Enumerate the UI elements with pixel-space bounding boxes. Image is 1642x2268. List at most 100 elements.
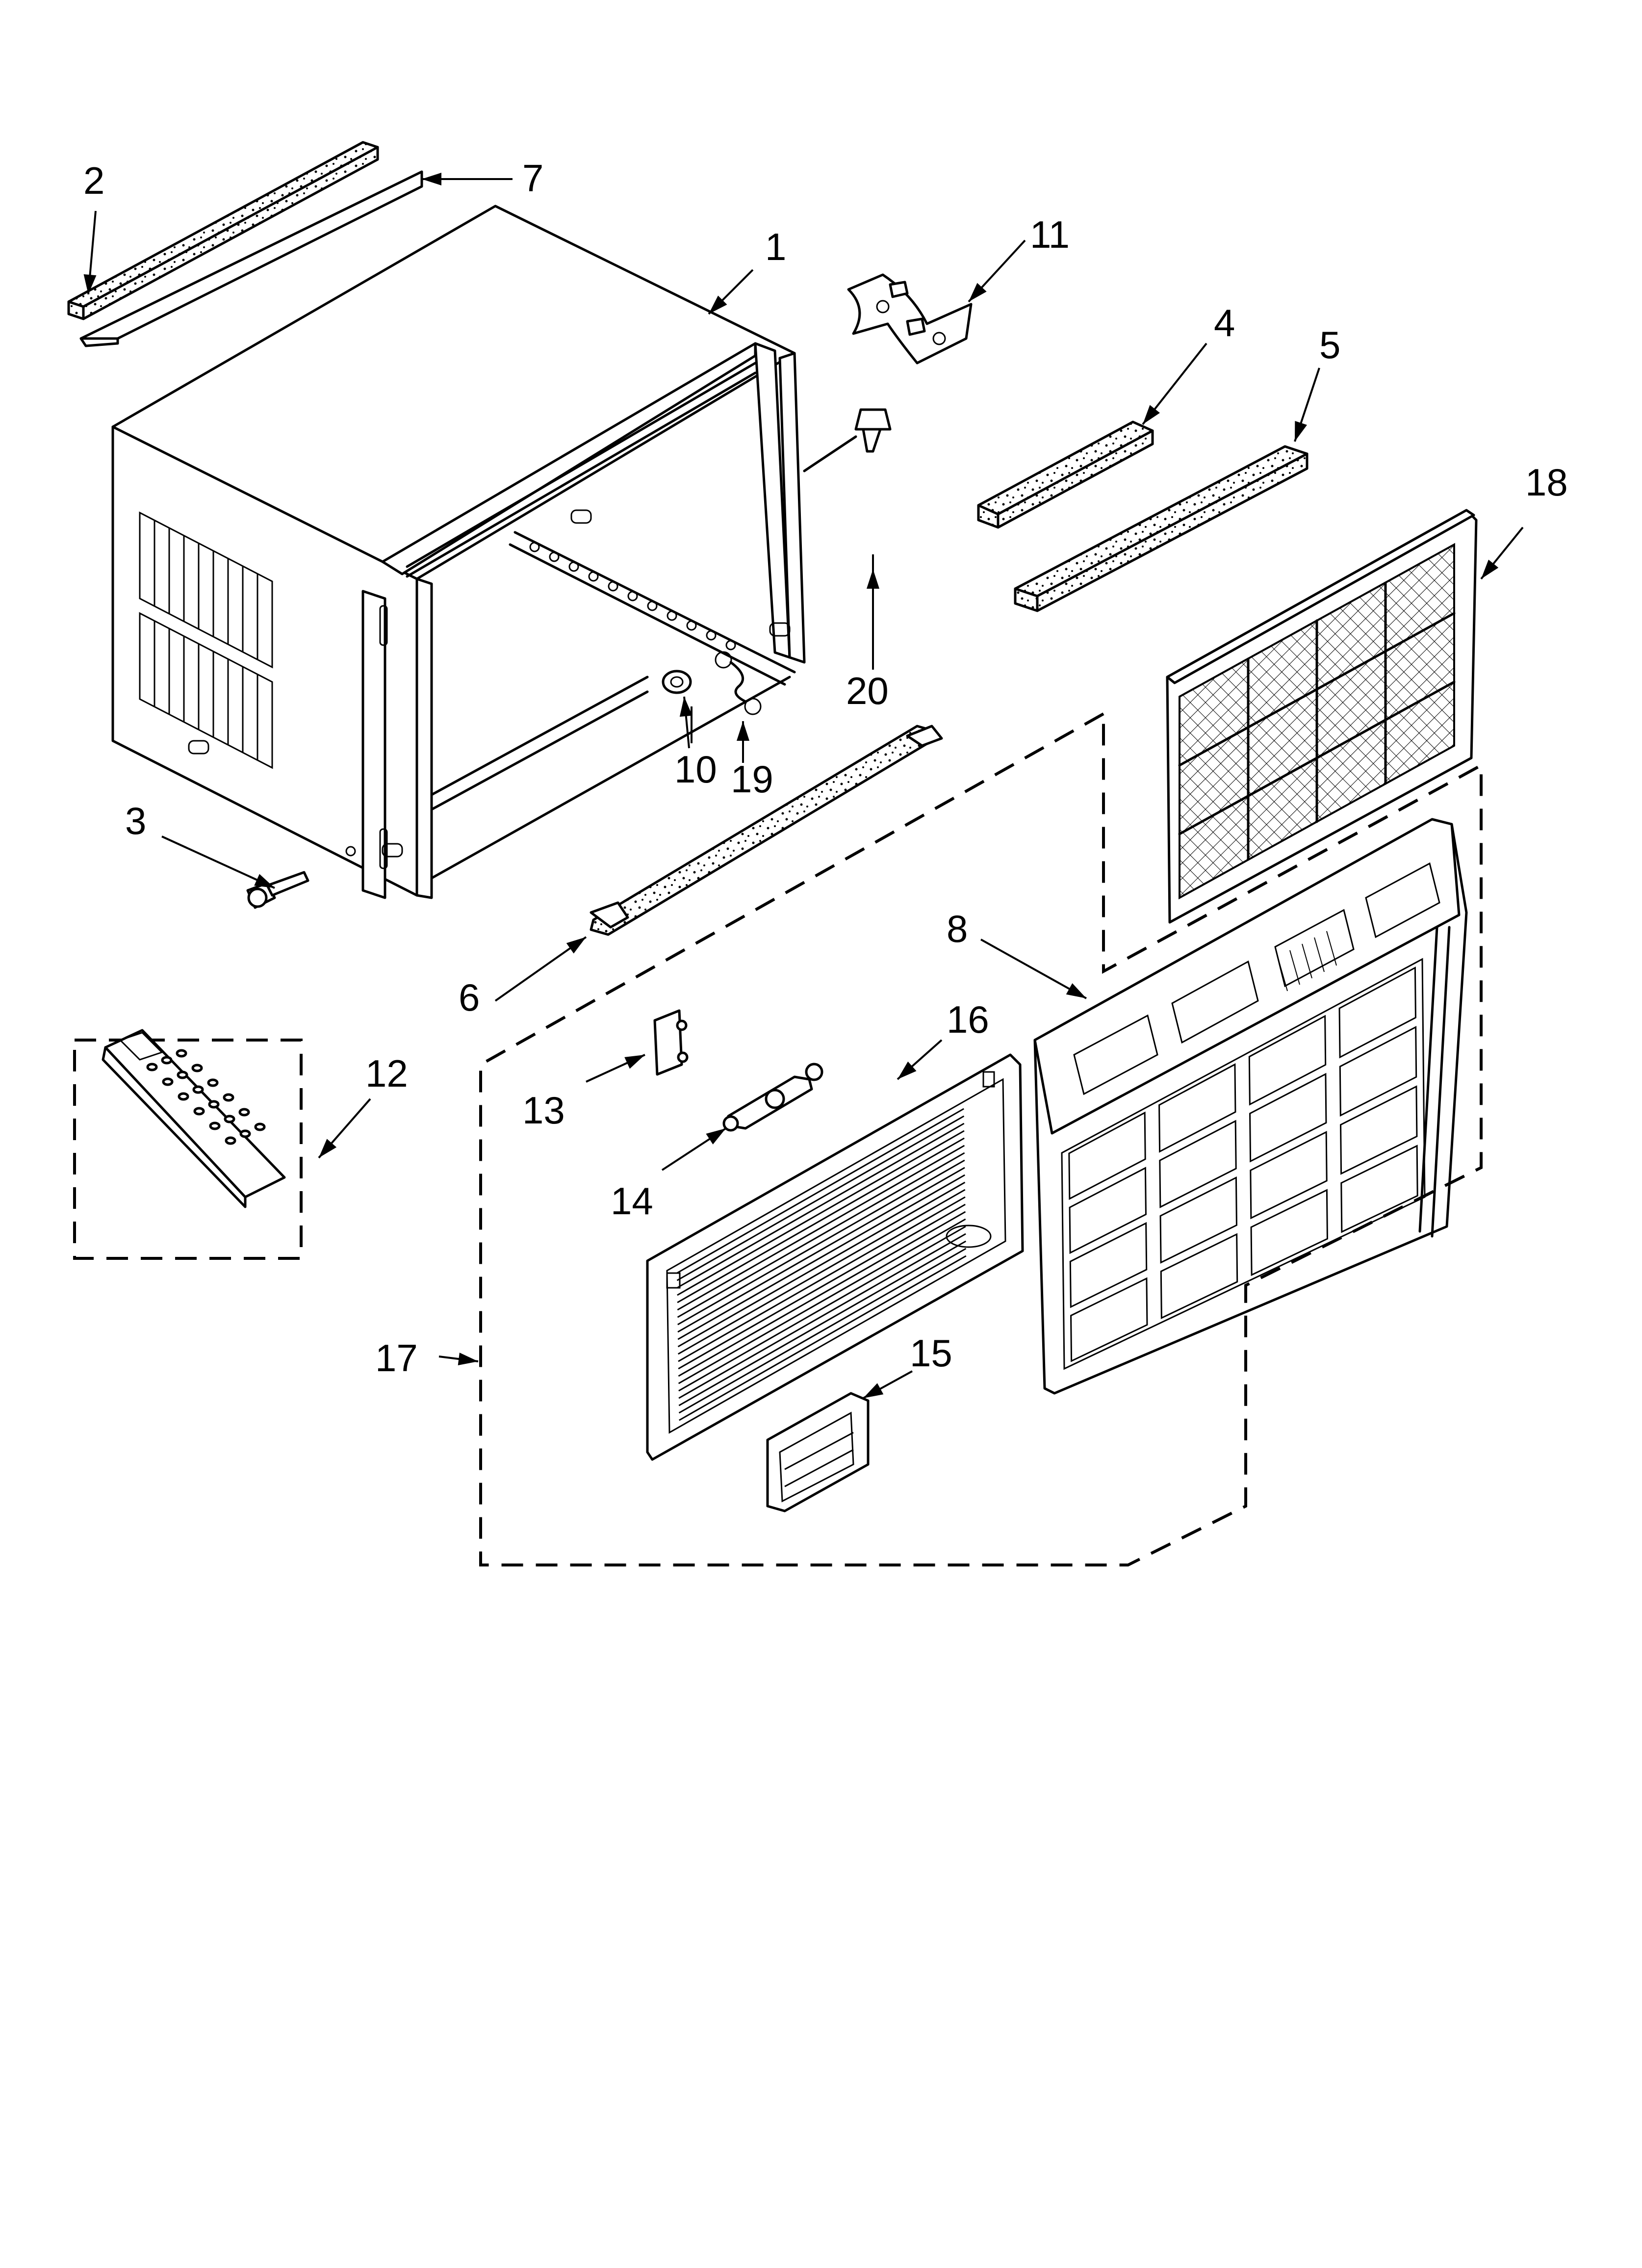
leader-19-head	[737, 721, 749, 741]
vent-slat	[1289, 950, 1300, 985]
leader-10-head	[679, 697, 693, 717]
callout-7: 7	[522, 156, 543, 200]
leader-4-head	[1143, 405, 1160, 424]
kit-boundary-part-17	[479, 712, 1483, 1566]
frame-cell	[1160, 1233, 1238, 1319]
door-part-15	[766, 1392, 870, 1512]
foam-strip-part-4	[977, 420, 1154, 529]
frame-cell	[1250, 1131, 1328, 1220]
frame-cell	[1158, 1063, 1236, 1153]
callout-4: 4	[1214, 301, 1235, 344]
remote-button	[191, 1064, 203, 1072]
remote-button	[239, 1129, 251, 1138]
leader-14-head	[706, 1128, 726, 1145]
remote-button	[162, 1077, 174, 1086]
callout-6: 6	[459, 976, 480, 1019]
grille-slat	[676, 1122, 965, 1289]
callout-16: 16	[947, 998, 989, 1041]
grille-slat	[678, 1240, 967, 1407]
grille-slat	[679, 1255, 967, 1421]
leader-16-head	[898, 1061, 917, 1079]
remote-button	[161, 1056, 173, 1065]
leader-1-head	[709, 295, 727, 314]
grille-slat	[676, 1108, 964, 1274]
grille-slat	[678, 1211, 966, 1377]
grille-slat	[678, 1218, 966, 1384]
grille-slat	[677, 1189, 966, 1355]
callout-18: 18	[1525, 461, 1568, 504]
grille-slat	[677, 1159, 965, 1326]
vent-slat	[1326, 931, 1337, 966]
callout-20: 20	[846, 669, 889, 712]
remote-button	[193, 1107, 205, 1116]
frame-cell	[1249, 1072, 1327, 1163]
remote-button	[176, 1049, 187, 1058]
frame-cell	[1339, 1026, 1417, 1117]
grille-slat	[677, 1152, 965, 1318]
grille-slat	[677, 1130, 965, 1296]
grille-slat	[678, 1203, 966, 1370]
remote-button	[225, 1136, 236, 1145]
callout-8: 8	[947, 907, 968, 950]
leader-lines	[83, 173, 1524, 1399]
grille-slat	[677, 1145, 965, 1311]
frame-cell	[1159, 1176, 1237, 1264]
grille-slat	[677, 1167, 965, 1333]
leader-5-head	[1295, 420, 1307, 442]
vent-slat	[1302, 943, 1312, 979]
frame-cell	[1068, 1111, 1146, 1200]
callout-15: 15	[910, 1331, 952, 1375]
grille-slat	[677, 1174, 966, 1340]
top-strip-part-2	[67, 141, 379, 320]
vent-slat	[1277, 956, 1288, 991]
cord-clip-part-19	[715, 651, 762, 715]
callout-13: 13	[522, 1089, 565, 1132]
callout-labels: 1 2 3 4 5 6 7 8 10 11 12 13 14 15 16 17 …	[83, 156, 1568, 1380]
leader-8	[980, 938, 1087, 999]
grille-part-16	[646, 1053, 1024, 1461]
remote-part-12	[73, 1029, 303, 1260]
remote-button	[146, 1063, 158, 1071]
screw-part-20	[803, 408, 892, 472]
vent-slat	[1314, 937, 1325, 972]
screw-part-3	[246, 871, 309, 909]
remote-button	[209, 1121, 221, 1130]
leader-11-head	[969, 283, 987, 302]
frame-cell	[1250, 1189, 1328, 1277]
bracket-part-11	[847, 273, 973, 365]
remote-button	[192, 1085, 204, 1094]
nut-part-10	[662, 670, 692, 694]
leader-17-head	[458, 1353, 478, 1365]
front-frame-part-8	[1033, 818, 1468, 1395]
leader-8-head	[1066, 983, 1086, 998]
callout-19: 19	[731, 757, 773, 801]
grille-slat	[676, 1115, 965, 1281]
remote-button	[178, 1092, 189, 1101]
angle-strip-part-7	[79, 170, 423, 347]
grille-slat	[678, 1233, 966, 1399]
bracket-part-13	[653, 1009, 689, 1076]
remote-button	[224, 1115, 235, 1123]
frame-cell	[1159, 1120, 1237, 1208]
remote-button	[254, 1122, 266, 1131]
arm-part-14	[722, 1063, 823, 1132]
grille-slat	[677, 1181, 966, 1348]
leader-13-head	[624, 1055, 645, 1069]
foam-strip-part-5	[1014, 445, 1308, 612]
leader-7-head	[422, 173, 441, 185]
bottom-rail-part-6	[590, 725, 943, 936]
leader-15-head	[863, 1383, 884, 1398]
leader-18-head	[1481, 559, 1499, 579]
callout-3: 3	[125, 799, 146, 842]
callout-10: 10	[674, 748, 717, 791]
callout-1: 1	[765, 225, 786, 268]
remote-button	[207, 1078, 219, 1087]
frame-cell	[1338, 966, 1416, 1059]
grille-slat	[678, 1248, 967, 1414]
leader-12-head	[319, 1139, 337, 1158]
callout-14: 14	[611, 1179, 653, 1223]
callout-17: 17	[375, 1336, 418, 1380]
frame-cell	[1069, 1222, 1148, 1308]
callout-2: 2	[83, 159, 104, 202]
